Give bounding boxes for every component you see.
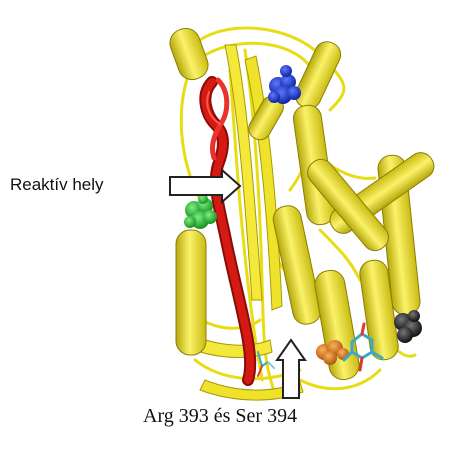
residues-label: Arg 393 és Ser 394 — [143, 405, 297, 428]
ligand-black — [394, 310, 422, 343]
ligand-blue — [268, 65, 301, 104]
reactive-site-label: Reaktív hely — [10, 175, 104, 195]
